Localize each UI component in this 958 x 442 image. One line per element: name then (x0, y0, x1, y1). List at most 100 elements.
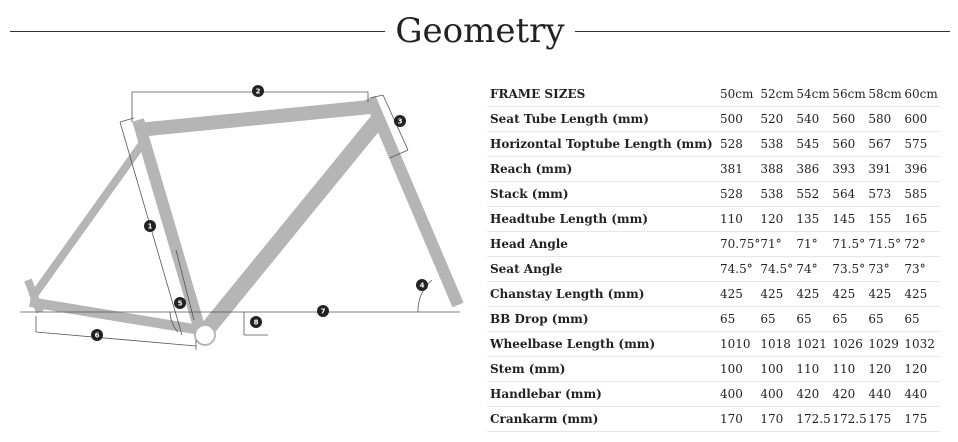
row-value: 71° (760, 231, 797, 257)
row-value: 172.5 (832, 406, 869, 432)
row-value: 400 (760, 381, 797, 407)
row-value: 564 (832, 181, 869, 207)
svg-text:4: 4 (420, 282, 425, 290)
row-label: Wheelbase Length (mm) (487, 331, 720, 357)
row-value: 74.5° (720, 256, 761, 282)
row-value: 386 (796, 156, 833, 182)
frame-sizes-label: FRAME SIZES (487, 82, 720, 107)
row-value: 585 (904, 181, 941, 207)
row-value: 396 (904, 156, 941, 182)
rear-dropout (24, 278, 44, 314)
row-value: 381 (720, 156, 761, 182)
row-value: 425 (796, 281, 833, 307)
row-value: 500 (720, 106, 761, 132)
top-tube (137, 100, 371, 137)
row-value: 172.5 (796, 406, 833, 432)
page-title: Geometry (395, 11, 565, 51)
row-value: 74° (796, 256, 833, 282)
size-header: 56cm (832, 82, 869, 107)
row-value: 120 (868, 356, 905, 382)
row-value: 170 (720, 406, 761, 432)
row-value: 425 (720, 281, 761, 307)
row-value: 1029 (868, 331, 905, 357)
row-value: 538 (760, 181, 797, 207)
chain-stay (29, 297, 201, 335)
row-value: 420 (832, 381, 869, 407)
row-label: Chanstay Length (mm) (487, 281, 720, 307)
row-value: 528 (720, 131, 761, 157)
row-value: 165 (904, 206, 941, 232)
row-value: 70.75° (720, 231, 761, 257)
marker-8: 8 (250, 316, 262, 328)
row-value: 440 (868, 381, 905, 407)
row-label: Stem (mm) (487, 356, 720, 382)
marker-3: 3 (394, 115, 406, 127)
head-tube-fork (364, 95, 464, 308)
row-value: 573 (868, 181, 905, 207)
row-value: 567 (868, 131, 905, 157)
size-header: 52cm (760, 82, 797, 107)
seat-stay (28, 137, 149, 301)
row-value: 400 (720, 381, 761, 407)
down-tube (198, 114, 385, 338)
row-value: 71.5° (868, 231, 905, 257)
row-value: 145 (832, 206, 869, 232)
row-value: 120 (760, 206, 797, 232)
row-value: 175 (904, 406, 941, 432)
bottom-bracket (194, 324, 216, 346)
frame-geometry-diagram: 1 2 3 4 5 6 7 8 (20, 85, 464, 350)
row-value: 110 (832, 356, 869, 382)
row-value: 440 (904, 381, 941, 407)
row-label: Stack (mm) (487, 181, 720, 207)
svg-text:5: 5 (178, 300, 183, 308)
row-label: Horizontal Toptube Length (mm) (487, 131, 720, 157)
row-value: 545 (796, 131, 833, 157)
table-header-row: FRAME SIZES 50cm 52cm 54cm 56cm 58cm 60c… (487, 82, 941, 107)
svg-text:8: 8 (254, 319, 259, 327)
row-value: 71° (796, 231, 833, 257)
row-value: 420 (796, 381, 833, 407)
seat-tube (132, 118, 206, 332)
row-value: 65 (760, 306, 797, 332)
row-value: 120 (904, 356, 941, 382)
marker-1: 1 (144, 220, 156, 232)
row-value: 100 (720, 356, 761, 382)
row-value: 175 (868, 406, 905, 432)
row-value: 73° (868, 256, 905, 282)
row-value: 520 (760, 106, 797, 132)
measurement-markers: 1 2 3 4 5 6 7 8 (91, 85, 428, 341)
row-value: 391 (868, 156, 905, 182)
row-value: 71.5° (832, 231, 869, 257)
row-label: Headtube Length (mm) (487, 206, 720, 232)
bike-frame (24, 95, 464, 338)
row-value: 425 (868, 281, 905, 307)
row-value: 528 (720, 181, 761, 207)
title-rule-right (575, 31, 950, 32)
size-header: 60cm (904, 82, 941, 107)
row-value: 73.5° (832, 256, 869, 282)
row-label: Seat Tube Length (mm) (487, 106, 720, 132)
row-label: Seat Angle (487, 256, 720, 282)
row-value: 155 (868, 206, 905, 232)
svg-text:2: 2 (256, 88, 261, 96)
row-value: 73° (904, 256, 941, 282)
row-value: 65 (868, 306, 905, 332)
row-value: 575 (904, 131, 941, 157)
size-header: 54cm (796, 82, 833, 107)
row-value: 1026 (832, 331, 869, 357)
row-value: 393 (832, 156, 869, 182)
row-value: 135 (796, 206, 833, 232)
marker-7: 7 (317, 305, 329, 317)
row-value: 538 (760, 131, 797, 157)
row-value: 65 (832, 306, 869, 332)
